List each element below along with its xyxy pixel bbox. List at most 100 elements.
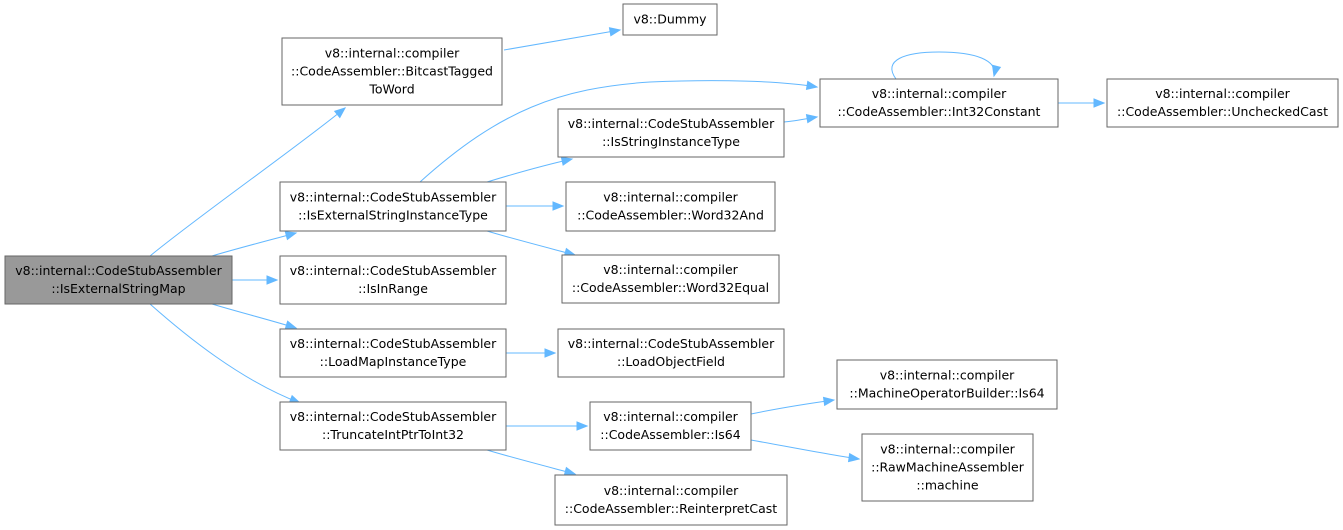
edge-line [486,449,576,475]
node-word32equal[interactable]: v8::internal::compiler::CodeAssembler::W… [561,254,780,304]
node-isstring[interactable]: v8::internal::CodeStubAssembler::IsStrin… [557,108,785,158]
node-layer: v8::internal::CodeStubAssembler::IsExter… [4,3,1339,526]
arrowhead-icon [563,466,577,476]
arrowhead-icon [608,27,622,37]
node-int32const[interactable]: v8::internal::compiler::CodeAssembler::I… [819,78,1059,128]
arrowhead-icon [284,320,298,330]
node-word32and[interactable]: v8::internal::compiler::CodeAssembler::W… [565,181,776,232]
node-label-line: ::MachineOperatorBuilder::Is64 [849,386,1044,401]
node-label-line: v8::internal::CodeStubAssembler [568,336,775,351]
node-label-line: ::TruncateIntPtrToInt32 [322,427,464,442]
node-root[interactable]: v8::internal::CodeStubAssembler::IsExter… [4,255,233,305]
node-label-line: v8::internal::compiler [604,483,739,498]
arrowhead-icon [805,80,819,90]
node-label-line: v8::Dummy [633,12,707,27]
node-label-line: v8::internal::CodeStubAssembler [290,190,497,205]
node-bitcast[interactable]: v8::internal::compiler::CodeAssembler::B… [281,37,503,106]
arrowhead-icon [991,64,1002,78]
node-label-line: v8::internal::compiler [603,262,738,277]
arrowhead-icon [266,275,279,285]
node-label-line: ::CodeAssembler::BitcastTagged [291,64,493,79]
edge-root-to-isinrange [232,275,279,285]
arrowhead-icon [822,396,836,407]
node-box [1106,78,1339,128]
node-label-line: ::LoadObjectField [617,354,725,369]
node-label-line: v8::internal::CodeStubAssembler [15,263,222,278]
node-label-line: ::CodeAssembler::Is64 [600,427,740,442]
node-label-line: v8::internal::compiler [872,86,1007,101]
node-box [819,78,1059,128]
node-label-line: ::machine [916,478,978,493]
node-label-line: v8::internal::compiler [603,409,738,424]
node-box [554,474,788,526]
edge-root-to-loadmap [211,303,298,330]
node-label-line: v8::internal::compiler [1155,86,1290,101]
edge-isext-to-word32and [506,201,565,211]
node-label-line: ::CodeAssembler::Word32Equal [572,280,769,295]
node-label-line: v8::internal::compiler [880,442,1015,457]
node-label-line: ::CodeAssembler::Word32And [577,208,764,223]
node-box [622,3,718,36]
edge-line [211,232,297,257]
edge-loadmap-to-loadobj [506,348,557,358]
node-loadmap[interactable]: v8::internal::CodeStubAssembler::LoadMap… [279,328,507,378]
node-label-line: ::CodeAssembler::UncheckedCast [1117,104,1328,119]
arrowhead-icon [284,231,298,241]
edge-int32const-to-unchecked [1058,98,1106,108]
node-label-line: ::LoadMapInstanceType [320,354,467,369]
node-box [4,255,233,305]
edge-layer [149,27,1106,476]
node-unchecked[interactable]: v8::internal::compiler::CodeAssembler::U… [1106,78,1339,128]
node-label-line: ToWord [368,82,414,97]
edge-isext-to-word32equal [486,230,577,257]
node-reinterpret[interactable]: v8::internal::compiler::CodeAssembler::R… [554,474,788,526]
node-rawmachine[interactable]: v8::internal::compiler::RawMachineAssemb… [861,433,1034,502]
edge-line [149,303,301,404]
node-box [279,255,507,305]
node-label-line: ::CodeAssembler::ReinterpretCast [565,501,778,516]
arrowhead-icon [544,348,557,358]
node-isext[interactable]: v8::internal::CodeStubAssembler::IsExter… [279,181,507,232]
node-isinrange[interactable]: v8::internal::CodeStubAssembler::IsInRan… [279,255,507,305]
edge-line [503,29,621,51]
arrowhead-icon [333,107,347,119]
edge-isext-to-isstring [486,156,574,183]
node-label-line: v8::internal::compiler [880,368,1015,383]
arrowhead-icon [1093,98,1106,108]
node-label-line: v8::internal::compiler [603,190,738,205]
edge-line [750,439,860,460]
node-box [861,433,1034,502]
node-label-line: ::IsInRange [358,281,428,296]
node-label-line: ::IsStringInstanceType [602,134,740,149]
node-label-line: v8::internal::CodeStubAssembler [290,409,497,424]
node-box [589,401,752,451]
node-mobis64[interactable]: v8::internal::compiler::MachineOperatorB… [836,359,1058,410]
edge-line [750,399,835,415]
node-truncate[interactable]: v8::internal::CodeStubAssembler::Truncat… [279,401,507,451]
node-label-line: ::RawMachineAssembler [871,460,1025,475]
edge-truncate-to-reinterpret [486,449,577,476]
node-dummy[interactable]: v8::Dummy [622,3,718,36]
arrowhead-icon [805,114,819,124]
edge-isstring-to-int32const [783,114,819,124]
arrowhead-icon [847,452,861,463]
edge-line [486,230,576,256]
edge-line [419,80,818,183]
edge-truncate-to-is64 [506,421,589,431]
node-loadobj[interactable]: v8::internal::CodeStubAssembler::LoadObj… [557,328,785,378]
node-box [561,254,780,304]
node-label-line: v8::internal::CodeStubAssembler [568,116,775,131]
edge-root-to-bitcast [149,107,347,257]
edge-is64-to-mobis64 [750,396,836,415]
node-box [279,401,507,451]
node-label-line: ::IsExternalStringMap [51,281,185,296]
edge-int32const-to-int32const [891,51,1002,80]
node-box [557,328,785,378]
node-box [281,37,503,106]
edge-line [211,303,297,329]
arrowhead-icon [576,421,589,431]
edge-line [486,158,573,183]
edge-root-to-truncate [149,303,302,404]
node-is64[interactable]: v8::internal::compiler::CodeAssembler::I… [589,401,752,451]
